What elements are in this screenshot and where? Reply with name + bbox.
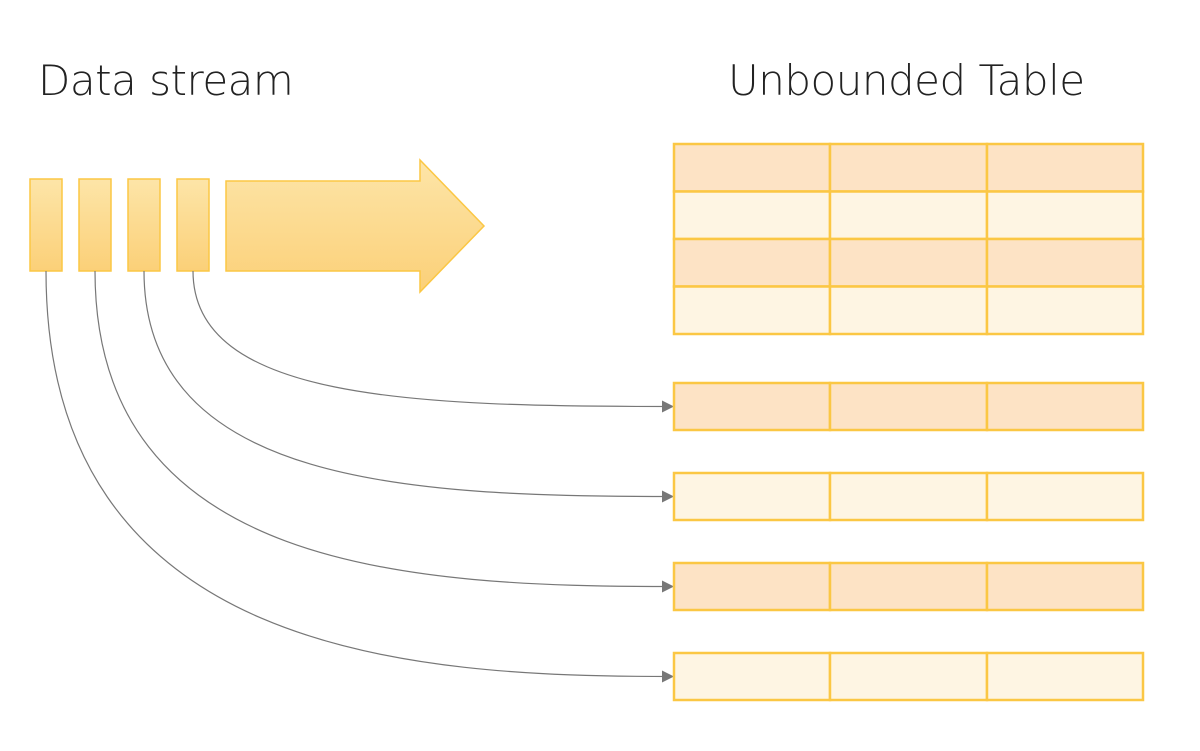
table-cell bbox=[828, 237, 989, 288]
table-cell bbox=[828, 561, 989, 612]
new-row bbox=[672, 561, 1145, 612]
new-row bbox=[672, 651, 1145, 702]
new-row bbox=[672, 381, 1145, 432]
connector-arrow bbox=[94, 270, 674, 593]
table-cell bbox=[985, 381, 1145, 432]
stream-chunk bbox=[29, 178, 63, 272]
table-cell bbox=[985, 190, 1145, 241]
stream-chunk bbox=[78, 178, 112, 272]
table-cell bbox=[985, 471, 1145, 522]
table-cell bbox=[985, 561, 1145, 612]
connector-arrow bbox=[45, 270, 674, 683]
table-cell bbox=[672, 285, 832, 336]
new-rows-group bbox=[672, 381, 1145, 702]
table-cell bbox=[672, 381, 832, 432]
table-row bbox=[672, 237, 1145, 288]
table-cell bbox=[985, 142, 1145, 193]
unbounded-table-label: Unbounded Table bbox=[728, 56, 1085, 105]
table-row bbox=[672, 142, 1145, 193]
table-cell bbox=[985, 651, 1145, 702]
table-cell bbox=[828, 471, 989, 522]
table-cell bbox=[672, 651, 832, 702]
big-right-arrow-icon bbox=[225, 158, 486, 294]
table-row bbox=[672, 190, 1145, 241]
unbounded-table bbox=[672, 142, 1145, 336]
connectors-group bbox=[45, 270, 674, 683]
table-cell bbox=[672, 142, 832, 193]
table-cell bbox=[985, 237, 1145, 288]
table-cell bbox=[672, 237, 832, 288]
data-stream-group bbox=[29, 178, 210, 272]
table-cell bbox=[985, 285, 1145, 336]
table-cell bbox=[672, 561, 832, 612]
new-row bbox=[672, 471, 1145, 522]
table-cell bbox=[828, 285, 989, 336]
table-row bbox=[672, 285, 1145, 336]
table-cell bbox=[672, 471, 832, 522]
table-cell bbox=[828, 651, 989, 702]
table-cell bbox=[828, 142, 989, 193]
table-cell bbox=[672, 190, 832, 241]
connector-arrow bbox=[143, 270, 674, 503]
connector-arrow bbox=[192, 270, 674, 413]
stream-chunk bbox=[127, 178, 161, 272]
data-stream-label: Data stream bbox=[38, 56, 294, 105]
table-cell bbox=[828, 381, 989, 432]
stream-chunk bbox=[176, 178, 210, 272]
table-cell bbox=[828, 190, 989, 241]
